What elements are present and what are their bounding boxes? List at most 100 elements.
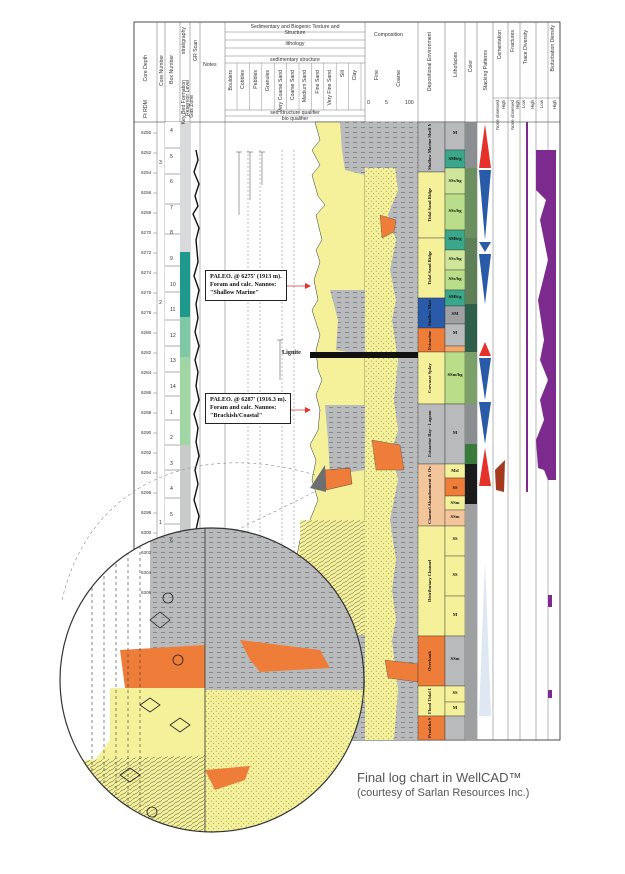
depth-label-4: 6258: [141, 210, 152, 215]
box-number-7: 11: [170, 307, 176, 314]
lithofacies-label-14: SSm: [450, 500, 460, 505]
paleo1-line2: Foram and calc. Nannos:: [210, 281, 277, 289]
header-composition: Composition: [374, 32, 403, 38]
paleo-callout-1: PALEO. @ 6275' (1913 m). Foram and calc.…: [205, 270, 287, 301]
lithofacies-label-0: M: [452, 130, 458, 135]
environment-label-10: Flood Tidal Delta: [427, 688, 432, 714]
header-sed-title: Sedimentary and Biogenic Texture and Str…: [250, 24, 340, 36]
header-sed-qualifier: sed structure qualifier: [270, 110, 320, 116]
header-stratigraphy: stratigraphy: [181, 27, 187, 55]
environment-label-6: Estuarine Bay - Lagoon: [427, 410, 432, 458]
lithofacies-label-21: M: [452, 705, 458, 710]
core-number-2: 1: [159, 520, 162, 526]
caption-line2: (courtesy of Sarlan Resources Inc.): [357, 787, 530, 799]
header-stacking: Stacking Patterns: [483, 50, 489, 91]
lithofacies-label-6: SSs/bg: [448, 276, 462, 281]
lithofacies-label-12: Msl: [451, 468, 459, 473]
lithofacies-label-5: SSs/bg: [448, 256, 462, 261]
grain-size-0: Boulders: [228, 70, 234, 91]
header-color: Color: [468, 60, 474, 73]
environment-label-3: Shallow Marine Shelf: [427, 300, 432, 326]
grain-size-10: Clay: [352, 70, 358, 81]
box-number-12: 2: [170, 435, 173, 442]
depth-label-23: 6306: [141, 590, 152, 595]
depth-label-13: 6286: [141, 390, 152, 395]
grain-size-7: Fine Sand: [314, 70, 321, 94]
lithofacies-label-13: SS: [452, 485, 458, 490]
header-bioturbation: Bioturbation Density: [550, 25, 556, 72]
environment-label-7: Channel Abandonment & Overbank: [427, 466, 432, 524]
header-comp-coarse: Coarse: [396, 70, 402, 87]
paleo1-line3: "Shallow Marine": [210, 289, 259, 297]
header-core-depth: Core Depth: [143, 55, 149, 82]
box-number-8: 12: [170, 332, 176, 339]
depth-label-1: 6252: [141, 150, 152, 155]
header-strat-sub-2: Gas Zone: [189, 95, 195, 118]
paleo1-line1: PALEO. @ 6275' (1913 m).: [210, 273, 282, 280]
depth-label-5: 6270: [141, 230, 152, 235]
lithofacies-label-15: SSm: [450, 514, 460, 519]
environment-label-1: Tidal Sand Ridge: [427, 187, 432, 223]
header-bio-qualifier: bio qualifier: [281, 116, 309, 122]
environment-label-5: Crevasse Splay: [427, 363, 432, 393]
lithofacies-label-3: SSs/bg: [448, 208, 462, 213]
lithofacies-label-16: SS: [452, 536, 458, 541]
sub-header-5: High: [530, 100, 535, 110]
comp-scale-2: 100: [405, 100, 414, 106]
environment-label-2: Tidal Sand Ridge: [427, 250, 432, 286]
depth-label-7: 6274: [141, 270, 152, 275]
grain-size-9: Silt: [339, 70, 346, 78]
box-number-5: 9: [170, 256, 173, 262]
box-number-1: 5: [170, 153, 173, 160]
lithofacies-label-17: SS: [452, 572, 458, 577]
header-fractures: Fractures: [510, 30, 516, 52]
sub-header-6: Low: [539, 100, 544, 109]
header-box-number: Box Number: [169, 55, 175, 84]
core-number-0: 3: [159, 160, 162, 166]
header-cementation: Cementation: [497, 30, 503, 60]
depth-label-6: 6272: [141, 250, 152, 255]
header-sed-structure: sedimentary structure: [270, 57, 320, 63]
environment-label-0: Shallow Marine Shelf Mudstone: [427, 124, 432, 170]
lithofacies-label-11: M: [452, 430, 458, 435]
lithofacies-label-2: SSs/bg: [448, 178, 462, 183]
comp-scale-0: 0: [367, 100, 370, 106]
depth-label-20: 6300: [141, 530, 152, 535]
environment-label-11: Prodelta Shelf Mud: [427, 718, 432, 738]
sub-header-3: High: [515, 100, 520, 110]
environment-label-9: Overbank: [427, 651, 432, 671]
depth-label-10: 6280: [141, 330, 152, 335]
header-lithofacies: Lithofacies: [453, 52, 459, 77]
grain-size-1: Cobbles: [240, 70, 247, 90]
box-number-0: 4: [170, 128, 173, 134]
header-notes: Notes: [203, 62, 217, 68]
box-number-13: 3: [170, 460, 173, 467]
depth-label-17: 6294: [141, 470, 152, 475]
caption: Final log chart in WellCAD™ (courtesy of…: [357, 769, 607, 801]
grain-size-3: Granules: [265, 70, 272, 92]
box-number-14: 4: [170, 486, 173, 493]
depth-label-0: 6250: [141, 130, 152, 135]
header-depositional-env: Depositional Environment: [427, 32, 433, 92]
depth-label-11: 6282: [141, 350, 152, 355]
core-number-1: 2: [159, 300, 162, 306]
paleo2-line3: "Brackish/Coastal": [210, 412, 263, 420]
box-number-16: 6: [170, 537, 173, 544]
box-number-9: 13: [170, 358, 176, 365]
box-number-10: 14: [170, 384, 176, 390]
grain-size-5: Coarse Sand: [290, 70, 296, 101]
depth-label-8: 6276: [141, 290, 152, 295]
header-comp-fine: Fine: [374, 70, 380, 81]
caption-line1: Final log chart in WellCAD™: [357, 770, 522, 785]
paleo-callout-2: PALEO. @ 6287' (1916.3 m). Foram and cal…: [205, 393, 292, 424]
box-number-3: 7: [170, 204, 173, 211]
box-number-6: 10: [170, 281, 176, 288]
lithofacies-label-19: SSm: [450, 656, 460, 661]
lithofacies-label-7: SMb/g: [448, 294, 462, 299]
depth-label-15: 6290: [141, 430, 152, 435]
depth-label-9: 6278: [141, 310, 152, 315]
lithofacies-label-8: SM: [451, 311, 459, 316]
depth-label-3: 6256: [141, 190, 152, 195]
lithofacies-label-18: M: [452, 612, 458, 617]
